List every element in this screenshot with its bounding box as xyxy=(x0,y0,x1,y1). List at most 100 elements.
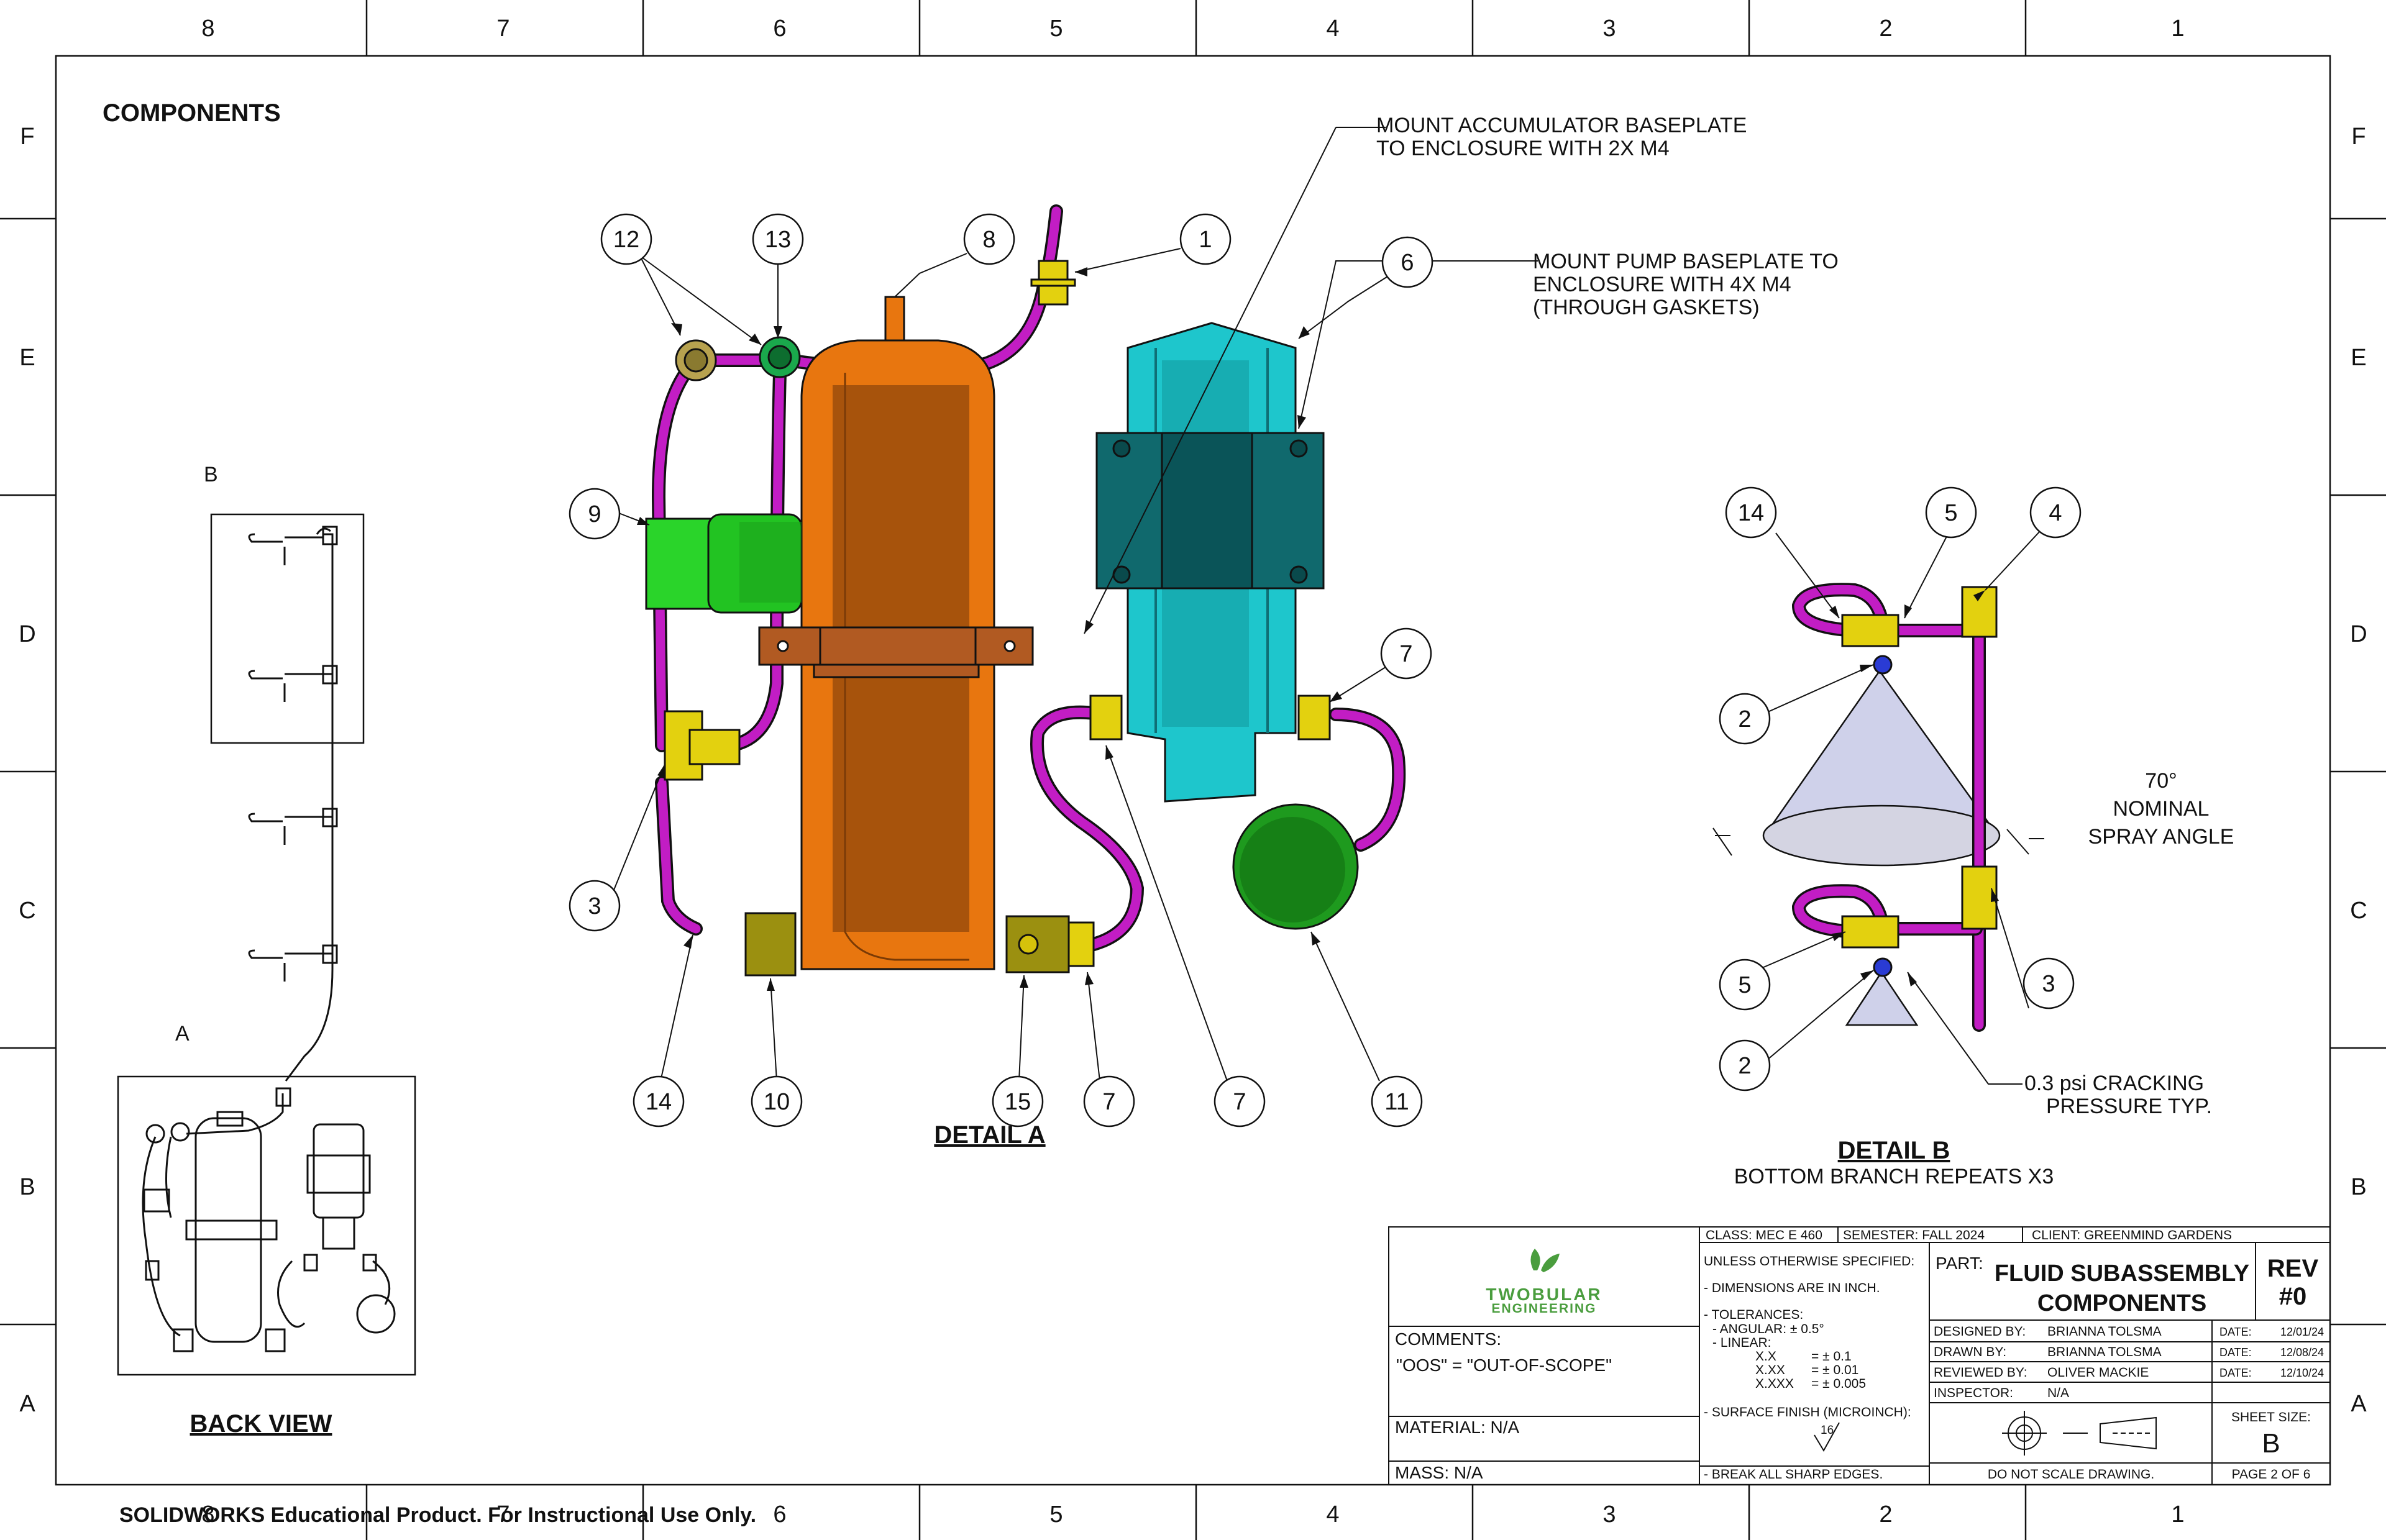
svg-text:PRESSURE TYP.: PRESSURE TYP. xyxy=(2046,1095,2212,1118)
zone-right-e: E xyxy=(2351,345,2366,371)
svg-text:9: 9 xyxy=(588,501,601,527)
zone-bottom-3: 3 xyxy=(1602,1501,1616,1528)
svg-text:12: 12 xyxy=(613,227,639,253)
balloons-detail-b: 14 5 4 2 5 3 2 xyxy=(1719,486,2082,1091)
no-scale-note: DO NOT SCALE DRAWING. xyxy=(1988,1467,2154,1482)
zone-bottom-8: 8 xyxy=(201,1501,214,1528)
detail-b-sublabel: BOTTOM BRANCH REPEATS X3 xyxy=(1734,1165,2054,1188)
balloon-b-2-top: 2 xyxy=(1719,693,1771,745)
leaders-detail-a xyxy=(613,127,1538,1085)
comments-value: "OOS" = "OUT-OF-SCOPE" xyxy=(1396,1355,1612,1375)
svg-text:X.XX: X.XX xyxy=(1755,1363,1785,1377)
balloon-7-middle: 7 xyxy=(1214,1075,1266,1128)
svg-text:- DIMENSIONS ARE IN INCH.: - DIMENSIONS ARE IN INCH. xyxy=(1704,1281,1880,1295)
callout-b-label: B xyxy=(204,463,218,486)
svg-text:BRIANNA TOLSMA: BRIANNA TOLSMA xyxy=(2047,1345,2162,1359)
svg-text:SPRAY ANGLE: SPRAY ANGLE xyxy=(2088,825,2234,849)
svg-text:- BREAK ALL SHARP EDGES.: - BREAK ALL SHARP EDGES. xyxy=(1704,1467,1883,1482)
svg-text:#0: #0 xyxy=(2279,1283,2307,1310)
leaders-detail-b xyxy=(1712,527,2044,1085)
svg-text:= ± 0.005: = ± 0.005 xyxy=(1811,1377,1866,1391)
svg-text:70°: 70° xyxy=(2145,769,2177,793)
mass-field: MASS: N/A xyxy=(1395,1463,1483,1482)
comments-label: COMMENTS: xyxy=(1395,1329,1501,1349)
svg-text:5: 5 xyxy=(1944,500,1957,526)
sheet-title: COMPONENTS xyxy=(103,99,281,127)
pump-note: MOUNT PUMP BASEPLATE TO ENCLOSURE WITH 4… xyxy=(1533,250,1839,319)
people-rows: DESIGNED BY: BRIANNA TOLSMA DATE: 12/01/… xyxy=(1934,1324,2324,1400)
balloon-8: 8 xyxy=(963,213,1015,265)
svg-text:ENCLOSURE WITH 4X M4: ENCLOSURE WITH 4X M4 xyxy=(1533,273,1791,296)
svg-text:3: 3 xyxy=(2042,971,2055,997)
zone-left-e: E xyxy=(19,345,35,371)
svg-text:DATE:: DATE: xyxy=(2219,1367,2252,1379)
svg-text:PART:: PART: xyxy=(1936,1254,1983,1273)
logo-line-1: TWOBULAR xyxy=(1486,1285,1602,1304)
zone-right-c: C xyxy=(2350,898,2367,924)
zone-bottom-4: 4 xyxy=(1326,1501,1339,1528)
sheet-size-label: SHEET SIZE: xyxy=(2231,1410,2311,1424)
zone-labels-left: F E D C B A xyxy=(19,124,35,1417)
zone-right-a: A xyxy=(2351,1391,2367,1417)
part-name: PART: FLUID SUBASSEMBLY COMPONENTS xyxy=(1936,1254,2249,1316)
svg-text:1: 1 xyxy=(1199,227,1212,253)
detail-b-callout-box xyxy=(210,513,365,744)
zone-bottom-2: 2 xyxy=(1879,1501,1892,1528)
svg-text:16: 16 xyxy=(1821,1424,1834,1437)
back-view-label: BACK VIEW xyxy=(190,1410,332,1437)
zone-top-3: 3 xyxy=(1602,16,1616,42)
spec-notes: UNLESS OTHERWISE SPECIFIED: - DIMENSIONS… xyxy=(1704,1254,1914,1482)
detail-a-callout-box xyxy=(117,1075,416,1376)
material-field: MATERIAL: N/A xyxy=(1395,1418,1520,1437)
zone-top-2: 2 xyxy=(1879,16,1892,42)
zone-left-d: D xyxy=(19,621,35,647)
svg-text:NOMINAL: NOMINAL xyxy=(2113,797,2210,821)
pressure-gauges xyxy=(675,336,801,381)
svg-text:- TOLERANCES:: - TOLERANCES: xyxy=(1704,1308,1803,1322)
spray-branch-line xyxy=(248,526,338,1082)
svg-text:X.XXX: X.XXX xyxy=(1755,1377,1794,1391)
svg-text:- SURFACE FINISH (MICROINCH):: - SURFACE FINISH (MICROINCH): xyxy=(1704,1405,1911,1419)
balloon-10: 10 xyxy=(751,1075,803,1128)
svg-text:13: 13 xyxy=(765,227,791,253)
svg-text:12/08/24: 12/08/24 xyxy=(2280,1346,2324,1359)
fittings-detail-a xyxy=(664,260,1331,977)
leader-arrowheads-b xyxy=(1829,590,1999,986)
svg-text:10: 10 xyxy=(764,1089,790,1115)
svg-text:N/A: N/A xyxy=(2047,1386,2069,1400)
svg-text:REVIEWED BY:: REVIEWED BY: xyxy=(1934,1365,2027,1380)
svg-text:2: 2 xyxy=(1738,706,1751,732)
solenoid-valve xyxy=(645,513,803,614)
page-number: PAGE 2 OF 6 xyxy=(2232,1467,2311,1482)
accumulator-baseplate xyxy=(758,626,1034,678)
svg-text:12/10/24: 12/10/24 xyxy=(2280,1367,2324,1379)
zone-left-c: C xyxy=(19,898,35,924)
company-logo: TWOBULAR ENGINEERING xyxy=(1486,1249,1602,1316)
svg-text:X.X: X.X xyxy=(1755,1349,1776,1364)
svg-text:5: 5 xyxy=(1738,972,1751,998)
svg-text:15: 15 xyxy=(1005,1089,1031,1115)
zone-top-4: 4 xyxy=(1326,16,1339,42)
svg-text:REV: REV xyxy=(2267,1255,2319,1282)
svg-text:OLIVER MACKIE: OLIVER MACKIE xyxy=(2047,1365,2149,1380)
semester-field: SEMESTER: FALL 2024 xyxy=(1843,1228,1985,1242)
revision: REV #0 xyxy=(2267,1255,2319,1310)
zone-right-d: D xyxy=(2350,621,2367,647)
svg-text:MOUNT ACCUMULATOR BASEPLATE: MOUNT ACCUMULATOR BASEPLATE xyxy=(1376,114,1747,137)
zone-labels-right: F E D C B A xyxy=(2350,124,2367,1417)
svg-text:DATE:: DATE: xyxy=(2219,1346,2252,1359)
balloon-b-5-top: 5 xyxy=(1925,486,1977,539)
zone-bottom-1: 1 xyxy=(2171,1501,2184,1528)
cracking-note: 0.3 psi CRACKING PRESSURE TYP. xyxy=(2024,1072,2212,1118)
watermark: SOLIDWORKS Educational Product. For Inst… xyxy=(119,1503,756,1527)
svg-text:14: 14 xyxy=(646,1089,672,1115)
zone-left-b: B xyxy=(19,1174,35,1200)
balloon-14: 14 xyxy=(633,1075,685,1128)
balloon-7-bottom: 7 xyxy=(1083,1075,1135,1128)
client-field: CLIENT: GREENMIND GARDENS xyxy=(2032,1228,2232,1242)
svg-text:MOUNT PUMP BASEPLATE TO: MOUNT PUMP BASEPLATE TO xyxy=(1533,250,1839,273)
balloon-6: 6 xyxy=(1381,236,1433,288)
svg-text:- LINEAR:: - LINEAR: xyxy=(1712,1336,1771,1350)
svg-text:0.3 psi CRACKING: 0.3 psi CRACKING xyxy=(2024,1072,2204,1095)
logo-line-2: ENGINEERING xyxy=(1491,1301,1596,1316)
